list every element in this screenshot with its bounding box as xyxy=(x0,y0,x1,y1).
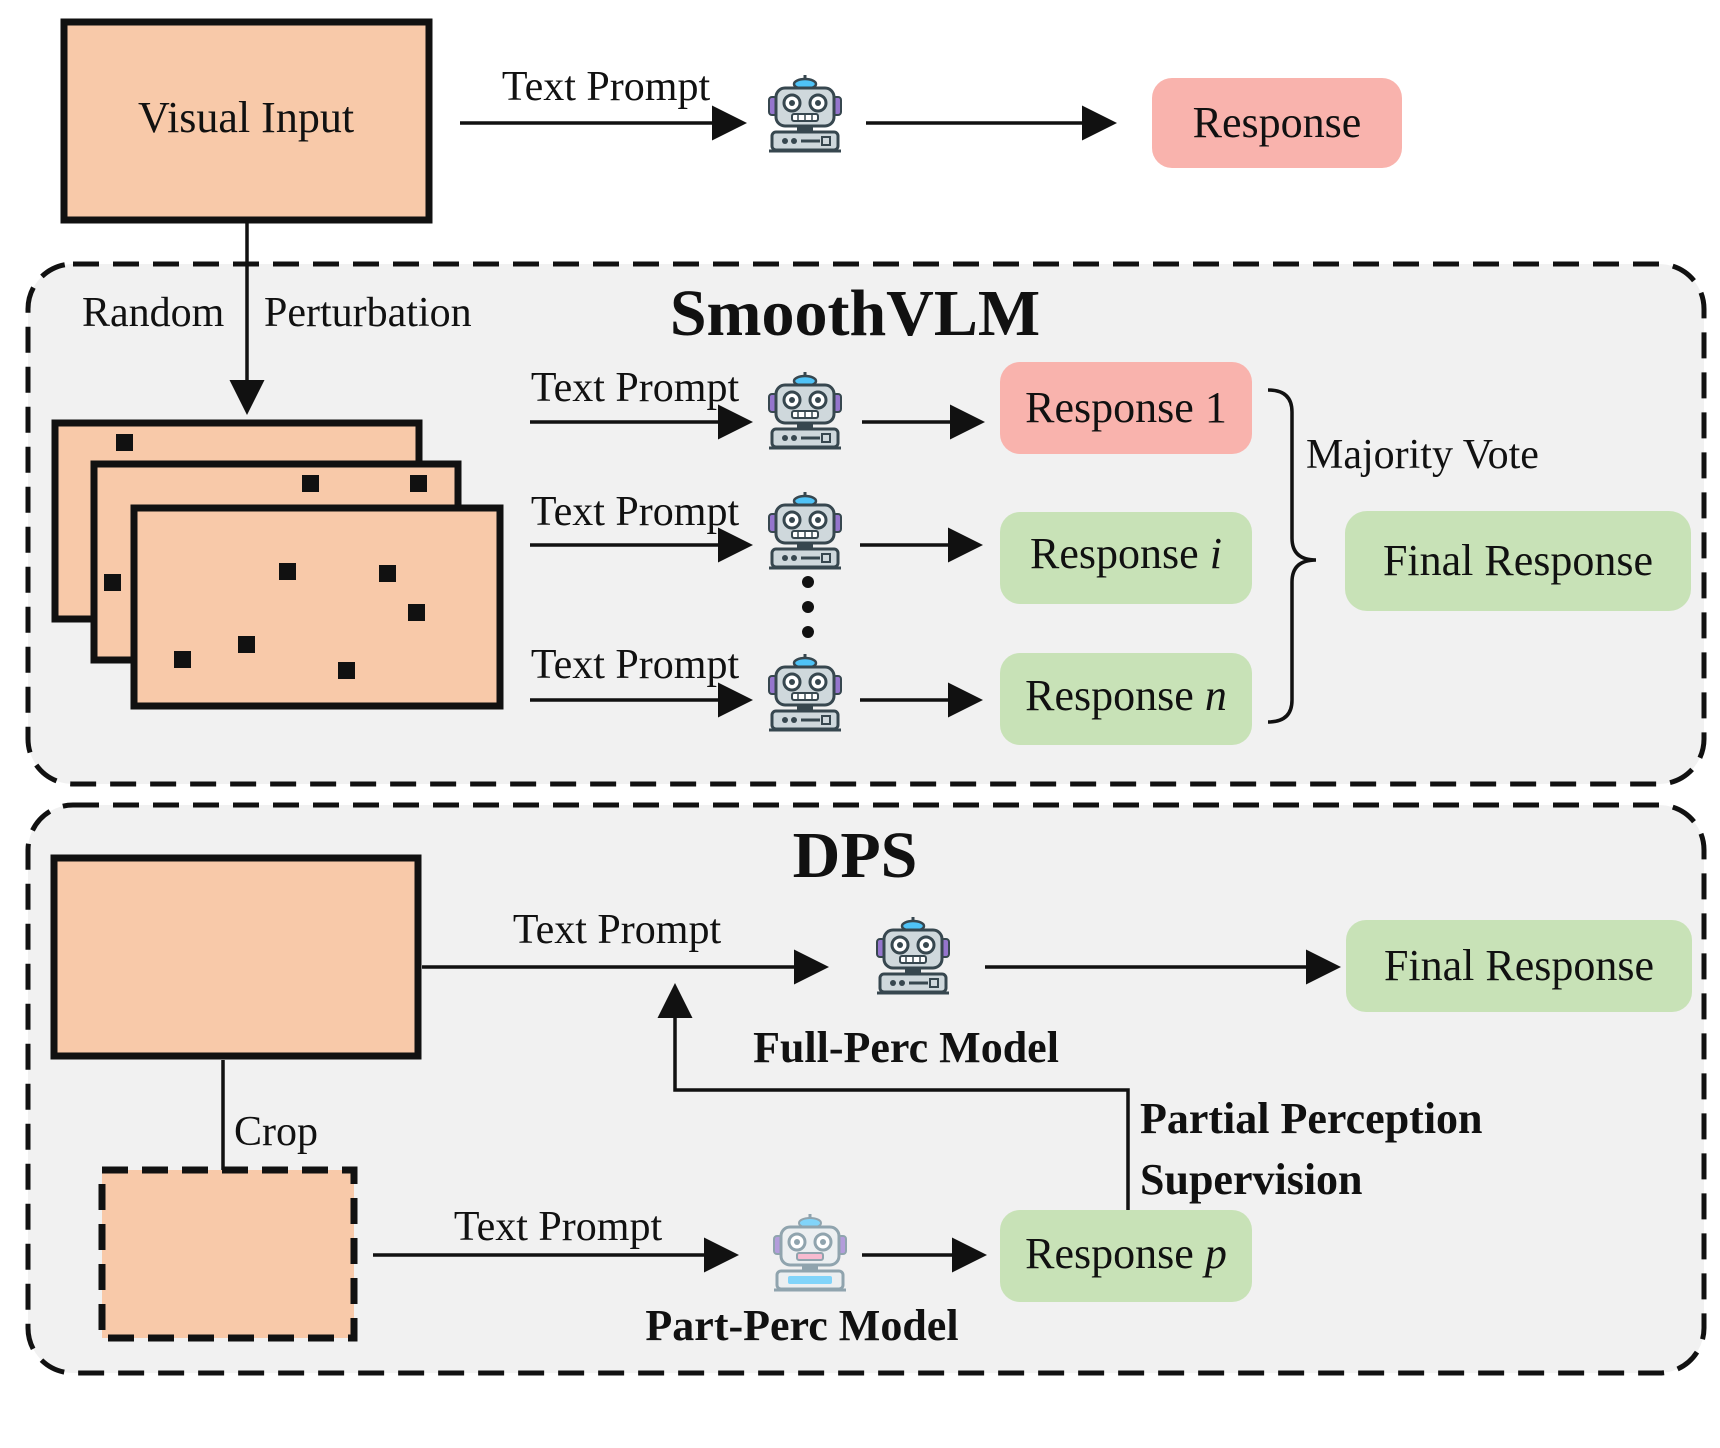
perturbation-mark xyxy=(174,651,191,668)
smoothvlm-final-response-box xyxy=(1345,511,1691,611)
smoothvlm-row-i: Text Prompt Response i xyxy=(530,489,1252,604)
smoothvlm-row-1: Text Prompt Response 1 xyxy=(530,362,1252,454)
dps-title: DPS xyxy=(793,819,918,892)
row-text-prompt-label: Text Prompt xyxy=(531,365,740,411)
ellipsis-dots xyxy=(802,576,814,638)
top-robot-icon xyxy=(767,73,843,153)
dps-cropped-image-box xyxy=(98,1166,358,1342)
part-text-prompt-label: Text Prompt xyxy=(454,1204,663,1250)
response-1-label: Response 1 xyxy=(1025,383,1227,432)
visual-input-box xyxy=(60,18,433,224)
row-text-prompt-label: Text Prompt xyxy=(531,642,740,688)
majority-vote-brace xyxy=(1267,388,1317,724)
full-perc-model-label: Full-Perc Model xyxy=(753,1023,1059,1072)
top-text-prompt-label: Text Prompt xyxy=(502,64,711,110)
perturbation-mark xyxy=(302,475,319,492)
smoothvlm-row-n: Text Prompt Response n xyxy=(530,642,1252,745)
response-1-box xyxy=(1000,362,1252,454)
top-pipeline: Visual Input Text Prompt Response xyxy=(60,18,1402,415)
response-n-box xyxy=(1000,653,1252,745)
perturbation-mark xyxy=(379,565,396,582)
full-text-prompt-label: Text Prompt xyxy=(513,907,722,953)
dps-panel: DPS Crop Text Prompt Full-Perc Model Fin… xyxy=(25,802,1707,1376)
smoothvlm-panel: SmoothVLM Random Perturbation Text Promp… xyxy=(25,261,1707,787)
visual-input-label: Visual Input xyxy=(138,93,354,142)
smoothvlm-title: SmoothVLM xyxy=(670,277,1040,350)
response-p-box xyxy=(1000,1210,1252,1302)
part-perc-model-label: Part-Perc Model xyxy=(645,1301,958,1350)
dps-full-image-box xyxy=(50,854,422,1060)
perturbation-mark xyxy=(410,475,427,492)
dps-final-response-label: Final Response xyxy=(1384,941,1654,990)
crop-label: Crop xyxy=(234,1109,318,1155)
perturbation-mark xyxy=(116,434,133,451)
perturbation-mark xyxy=(279,563,296,580)
top-response-box xyxy=(1152,78,1402,168)
response-p-label: Response p xyxy=(1025,1229,1227,1278)
supervision-label-line1: Partial Perception xyxy=(1140,1094,1483,1143)
dps-final-response-box xyxy=(1346,920,1692,1012)
perturbed-image-stack xyxy=(51,419,504,710)
row-text-prompt-label: Text Prompt xyxy=(531,489,740,535)
supervision-arrow xyxy=(657,983,1130,1210)
perturbation-mark xyxy=(408,604,425,621)
perturbation-mark xyxy=(338,662,355,679)
supervision-label-line2: Supervision xyxy=(1140,1155,1363,1204)
perturbation-mark xyxy=(238,636,255,653)
top-response-label: Response xyxy=(1193,98,1362,147)
perturbation-mark xyxy=(104,574,121,591)
perturbation-label-left: Random xyxy=(82,290,225,336)
response-i-box xyxy=(1000,512,1252,604)
perturbation-label-right: Perturbation xyxy=(264,290,472,336)
majority-vote-label: Majority Vote xyxy=(1306,432,1539,478)
smoothvlm-final-response-label: Final Response xyxy=(1383,536,1653,585)
perturbed-image-3 xyxy=(130,504,504,710)
response-i-label: Response i xyxy=(1030,529,1222,578)
response-n-label: Response n xyxy=(1025,671,1227,720)
